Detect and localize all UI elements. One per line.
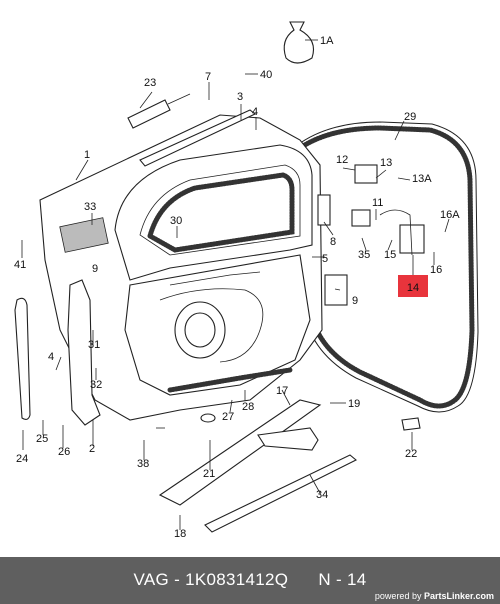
callout-29: 29	[404, 111, 416, 123]
callout-19: 19	[348, 398, 360, 410]
footer-bar: VAG - 1K0831412Q N - 14 powered by Parts…	[0, 557, 500, 604]
callout-16: 16	[430, 264, 442, 276]
callout-33: 33	[84, 201, 96, 213]
separator: -	[174, 570, 181, 589]
powered-by[interactable]: powered by PartsLinker.com	[375, 591, 494, 601]
callout-27: 27	[222, 411, 234, 423]
callout-17: 17	[276, 385, 288, 397]
callout-23: 23	[144, 77, 156, 89]
callout-24: 24	[16, 453, 28, 465]
brand-label: VAG	[133, 570, 170, 589]
callout-13: 13	[380, 157, 392, 169]
callout-15: 15	[384, 249, 396, 261]
callout-18: 18	[174, 528, 186, 540]
sill-strip-17	[158, 399, 322, 506]
part-number: 1K0831412Q	[185, 570, 289, 589]
screwdriver-tool	[127, 99, 171, 129]
door-seal-29	[297, 125, 475, 409]
callout-28: 28	[242, 401, 254, 413]
callout-35: 35	[358, 249, 370, 261]
callout-26: 26	[58, 446, 70, 458]
powered-prefix: powered by	[374, 591, 422, 601]
callout-31: 31	[88, 339, 100, 351]
powered-site[interactable]: PartsLinker.com	[423, 591, 494, 601]
callout-3: 3	[237, 91, 243, 103]
hinge-upper	[354, 164, 378, 184]
grease-bag	[283, 21, 315, 64]
callout-12: 12	[336, 154, 348, 166]
diagram-reference: N - 14	[318, 570, 367, 589]
callout-9-top: 9	[92, 263, 98, 275]
callout-34: 34	[316, 489, 328, 501]
callout-5: 5	[322, 253, 328, 265]
callout-16A: 16A	[440, 209, 460, 221]
callout-41: 41	[14, 259, 26, 271]
callout-7: 7	[205, 71, 211, 83]
callout-30: 30	[170, 215, 182, 227]
callout-32: 32	[90, 379, 102, 391]
highlight-box-14	[398, 275, 428, 297]
callout-1: 1	[84, 149, 90, 161]
trim-strip-24	[14, 297, 31, 420]
callout-38: 38	[137, 458, 149, 470]
callout-8: 8	[330, 236, 336, 248]
callout-2: 2	[89, 443, 95, 455]
hinge-lower	[351, 209, 371, 227]
pillar-trim-2	[67, 279, 101, 426]
callout-21: 21	[203, 468, 215, 480]
callout-labels: 1A 40 23 7 3 4 1 29 12 13 13A 33 8 30 11…	[14, 35, 460, 540]
callout-4-left: 4	[48, 351, 54, 363]
callout-1A: 1A	[320, 35, 334, 47]
leader-lines	[21, 39, 450, 530]
callout-9: 9	[352, 295, 358, 307]
callout-4: 4	[252, 106, 258, 118]
callout-22: 22	[405, 448, 417, 460]
callout-40: 40	[260, 69, 272, 81]
callout-13A: 13A	[412, 173, 432, 185]
door-exploded-diagram: 14 1A 40 23 7 3 4 1 29 12 13 13A 33	[14, 21, 479, 540]
callout-25: 25	[36, 433, 48, 445]
part-info: VAG - 1K0831412Q N - 14	[0, 570, 500, 590]
sill-strip-34	[204, 454, 357, 533]
callout-11: 11	[372, 197, 383, 209]
highlight-label-14: 14	[407, 282, 419, 294]
